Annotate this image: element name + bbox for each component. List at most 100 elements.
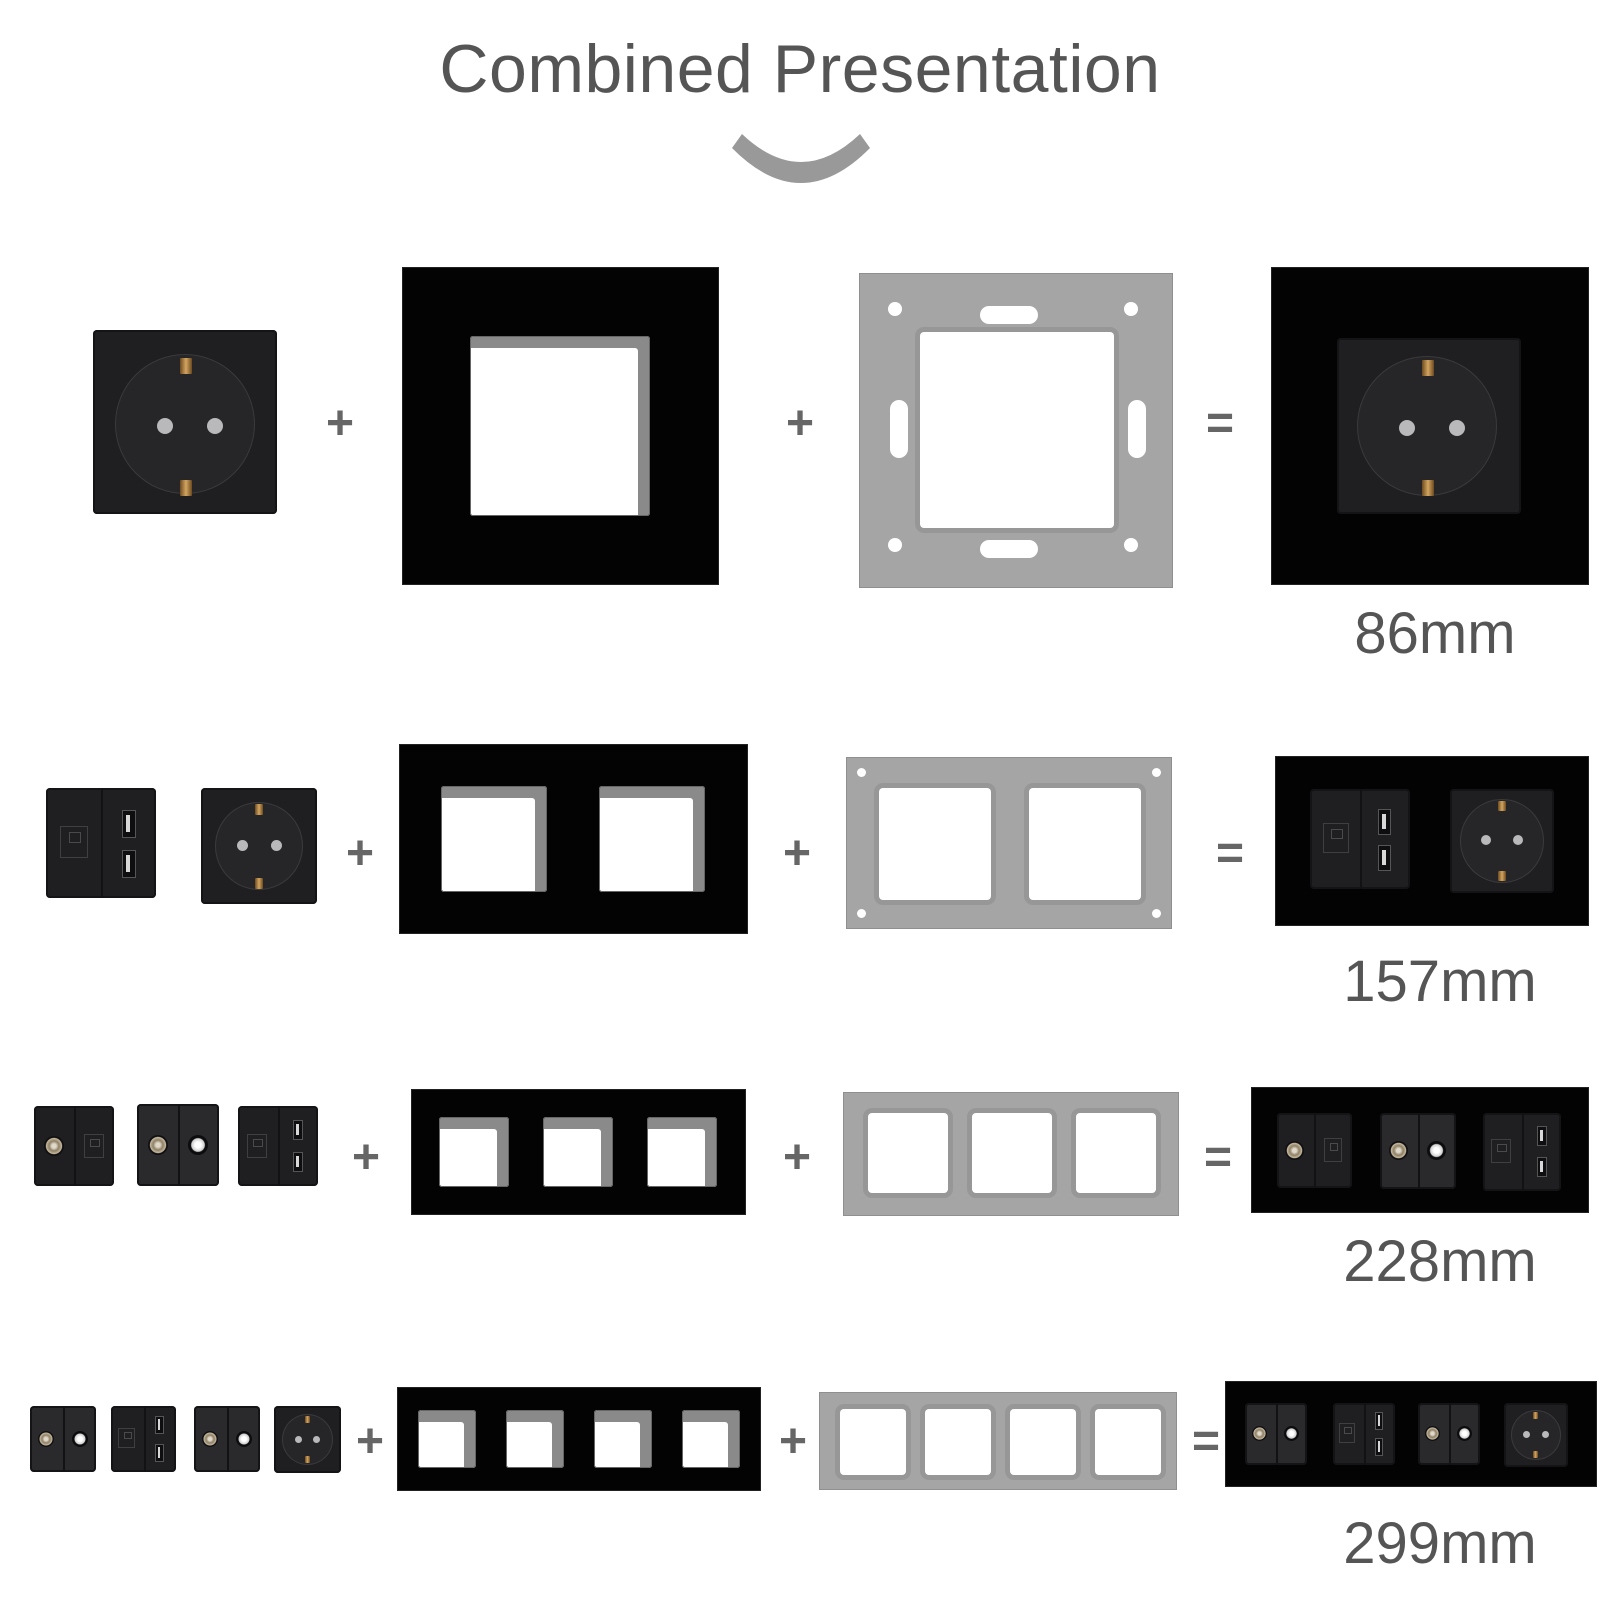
glass-frame-3-gang bbox=[412, 1090, 745, 1214]
plate-window bbox=[925, 1409, 991, 1475]
frame-opening bbox=[682, 1410, 740, 1468]
frame-opening bbox=[506, 1410, 564, 1468]
plate-window bbox=[1029, 788, 1141, 900]
mounting-plate-1-gang bbox=[859, 273, 1173, 588]
screw-hole-icon bbox=[888, 538, 902, 552]
module-tv-satellite bbox=[137, 1104, 219, 1186]
dimension-label: 157mm bbox=[1343, 949, 1537, 1014]
frame-opening bbox=[439, 1117, 509, 1187]
rj45-port-icon bbox=[1339, 1423, 1355, 1443]
earth-clip-icon bbox=[305, 1456, 310, 1463]
usb-port-icon bbox=[122, 850, 136, 878]
module-tv-satellite bbox=[194, 1406, 260, 1472]
satellite-port-icon bbox=[1457, 1426, 1472, 1441]
module-tv-satellite bbox=[1245, 1403, 1307, 1465]
dimension-label: 228mm bbox=[1343, 1229, 1537, 1294]
screw-hole-icon bbox=[1152, 768, 1161, 777]
module-divider bbox=[1364, 1403, 1366, 1465]
rj45-port-icon bbox=[1491, 1139, 1511, 1163]
plate-window bbox=[840, 1409, 906, 1475]
module-divider bbox=[1314, 1113, 1316, 1188]
screw-hole-icon bbox=[1124, 302, 1138, 316]
earth-clip-icon bbox=[1422, 360, 1434, 376]
usb-port-icon bbox=[1375, 1412, 1383, 1430]
module-divider bbox=[1418, 1113, 1420, 1189]
dimension-label: 86mm bbox=[1354, 601, 1516, 666]
socket-pin-icon bbox=[1399, 420, 1415, 436]
screw-hole-icon bbox=[1124, 538, 1138, 552]
equals-operator: = bbox=[1191, 1415, 1221, 1468]
earth-clip-icon bbox=[180, 480, 192, 496]
usb-port-icon bbox=[1378, 845, 1391, 871]
plate-window bbox=[972, 1113, 1052, 1193]
module-divider bbox=[1360, 789, 1362, 889]
plus-operator: + bbox=[355, 1415, 385, 1468]
frame-opening bbox=[543, 1117, 613, 1187]
module-schuko-socket bbox=[1504, 1403, 1568, 1467]
tv-coax-port-icon bbox=[202, 1431, 218, 1447]
rj45-port-icon bbox=[118, 1428, 135, 1448]
module-divider bbox=[1449, 1403, 1451, 1465]
usb-port-icon bbox=[1537, 1157, 1547, 1177]
mounting-slot bbox=[980, 306, 1038, 324]
screw-hole-icon bbox=[888, 302, 902, 316]
rj45-port-icon bbox=[60, 826, 88, 858]
glass-frame-2-gang bbox=[400, 745, 747, 933]
plate-window bbox=[879, 788, 991, 900]
module-tv-satellite bbox=[1418, 1403, 1480, 1465]
socket-face bbox=[1460, 799, 1544, 883]
mounting-slot bbox=[980, 540, 1038, 558]
module-divider bbox=[1276, 1403, 1278, 1465]
earth-clip-icon bbox=[305, 1416, 310, 1423]
frame-opening bbox=[647, 1117, 717, 1187]
earth-clip-icon bbox=[180, 358, 192, 374]
module-tv-rj45 bbox=[1277, 1113, 1352, 1188]
usb-port-icon bbox=[1375, 1438, 1383, 1456]
plus-operator: + bbox=[782, 827, 812, 880]
socket-face bbox=[115, 354, 255, 494]
socket-pin-icon bbox=[1513, 835, 1523, 845]
tv-coax-port-icon bbox=[1389, 1141, 1408, 1160]
rj45-port-icon bbox=[84, 1134, 104, 1158]
socket-pin-icon bbox=[1542, 1431, 1549, 1438]
usb-port-icon bbox=[1378, 809, 1391, 835]
module-schuko-socket bbox=[201, 788, 317, 904]
screw-hole-icon bbox=[857, 768, 866, 777]
usb-port-icon bbox=[293, 1120, 303, 1140]
rj45-port-icon bbox=[1323, 823, 1349, 853]
socket-pin-icon bbox=[207, 418, 223, 434]
page-title: Combined Presentation bbox=[439, 31, 1161, 107]
usb-port-icon bbox=[293, 1152, 303, 1172]
socket-pin-icon bbox=[313, 1436, 320, 1443]
plate-window bbox=[868, 1113, 948, 1193]
module-tv-satellite bbox=[1380, 1113, 1456, 1189]
satellite-port-icon bbox=[188, 1135, 208, 1155]
dimension-label: 299mm bbox=[1343, 1511, 1537, 1576]
frame-opening bbox=[441, 786, 547, 892]
equals-operator: = bbox=[1215, 827, 1245, 880]
screw-hole-icon bbox=[857, 909, 866, 918]
mounting-plate-3-gang bbox=[843, 1092, 1179, 1216]
module-schuko-socket bbox=[1337, 338, 1521, 514]
assembled-4-gang bbox=[1226, 1382, 1596, 1486]
socket-pin-icon bbox=[1449, 420, 1465, 436]
socket-face bbox=[1357, 356, 1497, 496]
plus-operator: + bbox=[785, 397, 815, 450]
earth-clip-icon bbox=[1422, 480, 1434, 496]
rj45-port-icon bbox=[247, 1134, 267, 1158]
socket-face bbox=[215, 802, 303, 890]
frame-opening bbox=[594, 1410, 652, 1468]
assembled-1-gang bbox=[1272, 268, 1588, 584]
socket-pin-icon bbox=[157, 418, 173, 434]
satellite-port-icon bbox=[236, 1431, 252, 1447]
plus-operator: + bbox=[351, 1131, 381, 1184]
assembled-2-gang bbox=[1276, 757, 1588, 925]
module-rj45-dual-usb bbox=[46, 788, 156, 898]
plate-window bbox=[920, 332, 1114, 528]
frame-opening bbox=[418, 1410, 476, 1468]
equals-operator: = bbox=[1205, 397, 1235, 450]
usb-port-icon bbox=[122, 810, 136, 838]
tv-coax-port-icon bbox=[44, 1136, 64, 1156]
module-schuko-socket bbox=[93, 330, 277, 514]
tv-coax-port-icon bbox=[38, 1431, 54, 1447]
